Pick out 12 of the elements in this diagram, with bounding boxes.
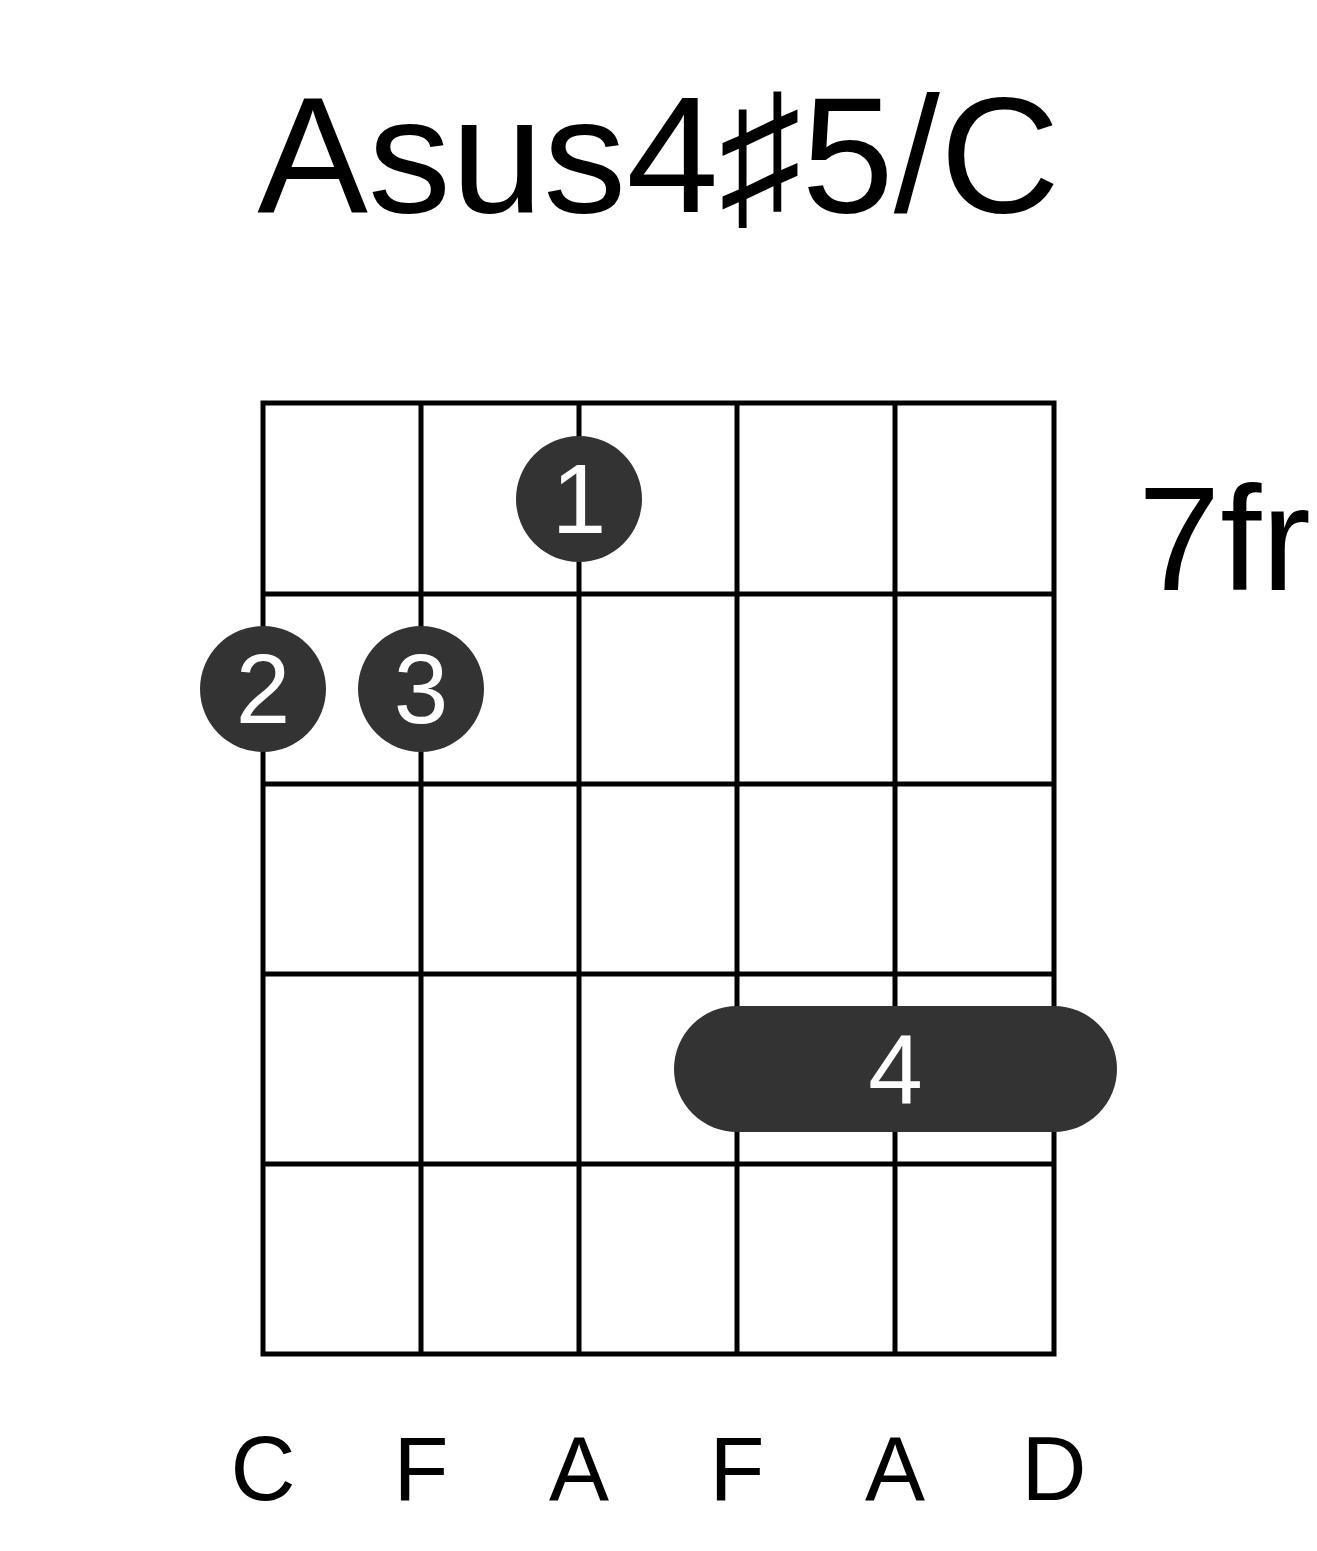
finger-dot: 2 bbox=[200, 626, 326, 752]
string-name-label: A bbox=[549, 1424, 609, 1514]
chord-title: Asus4♯5/C bbox=[257, 72, 1060, 238]
barre-bar: 4 bbox=[674, 1006, 1117, 1132]
fret-position-label: 7fr bbox=[1138, 465, 1311, 613]
string-name-label: D bbox=[1021, 1424, 1087, 1514]
string-name-label: C bbox=[230, 1424, 296, 1514]
string-name-label: F bbox=[393, 1424, 449, 1514]
string-name-label: F bbox=[709, 1424, 765, 1514]
finger-dot: 1 bbox=[516, 435, 642, 562]
string-name-label: A bbox=[865, 1424, 925, 1514]
finger-dot: 3 bbox=[358, 626, 484, 752]
